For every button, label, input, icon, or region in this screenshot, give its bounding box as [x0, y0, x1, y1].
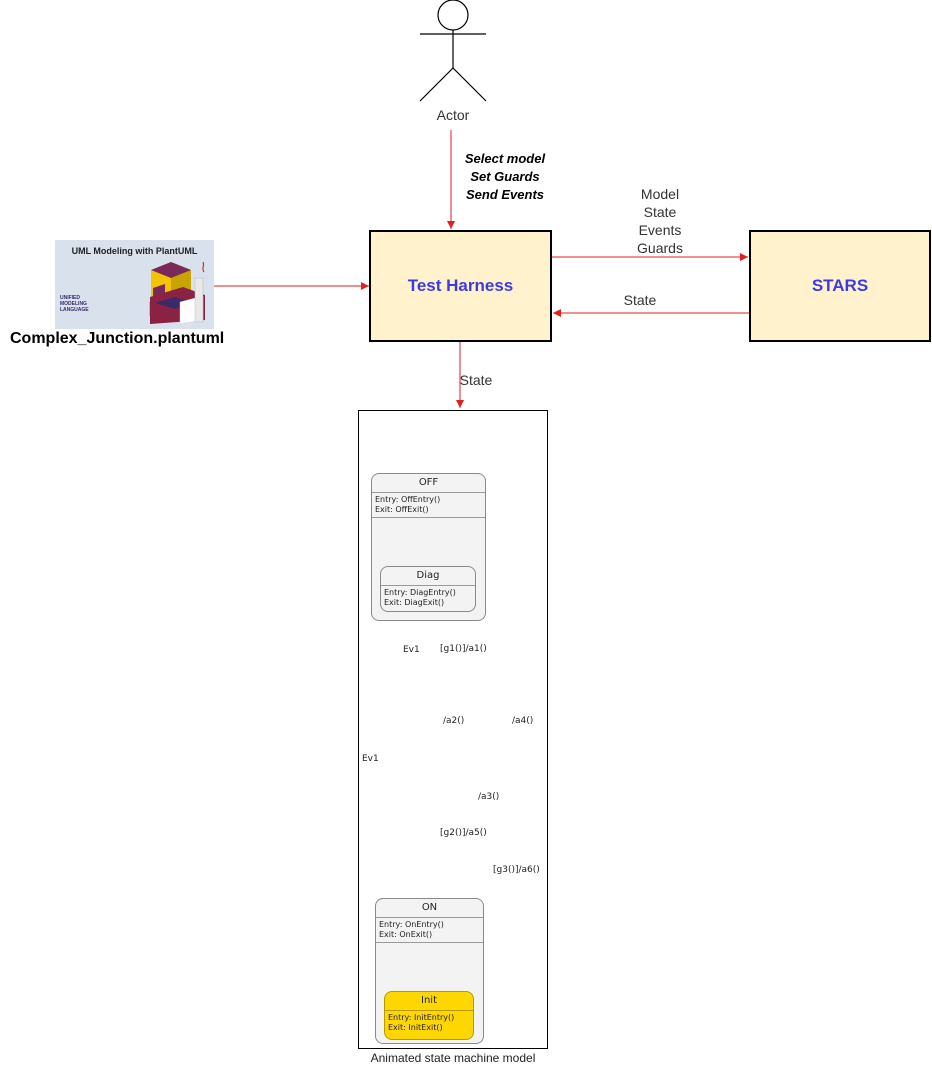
harness-to-stars-label: Model State Events Guards [620, 185, 700, 257]
state-off-entry: Entry: OffEntry() [375, 495, 441, 504]
label-model: Model [640, 186, 680, 202]
logo-title: UML Modeling with PlantUML [71, 246, 198, 256]
state-init-entry: Entry: InitEntry() [388, 1013, 455, 1022]
state-diag[interactable]: Diag Entry: DiagEntry() Exit: DiagExit() [380, 566, 476, 612]
transition-a2: /a2() [443, 716, 465, 726]
transition-a3: /a3() [478, 792, 500, 802]
state-off-exit: Exit: OffExit() [375, 505, 429, 514]
state-on-name: ON [376, 899, 483, 918]
state-init[interactable]: Init Entry: InitEntry() Exit: InitExit() [384, 991, 474, 1040]
state-on-exit: Exit: OnExit() [379, 930, 433, 939]
state-diag-actions: Entry: DiagEntry() Exit: DiagExit() [381, 586, 475, 610]
stars-box[interactable]: STARS [749, 230, 931, 342]
transition-ev1-on-off: Ev1 [362, 754, 379, 764]
actor-instructions: Select model Set Guards Send Events [455, 150, 555, 204]
state-off-actions: Entry: OffEntry() Exit: OffExit() [372, 493, 485, 518]
instruction-send-events: Send Events [465, 187, 545, 202]
actor-label: Actor [436, 107, 470, 123]
state-machine-caption: Animated state machine model [370, 1051, 536, 1065]
label-guards: Guards [637, 240, 683, 256]
label-state: State [643, 204, 677, 220]
state-init-exit: Exit: InitExit() [388, 1023, 443, 1032]
state-diag-exit: Exit: DiagExit() [384, 598, 445, 607]
instruction-select-model: Select model [464, 151, 546, 166]
logo-small-line-1: UNIFIED [60, 295, 80, 301]
state-on-entry: Entry: OnEntry() [379, 920, 444, 929]
harness-to-model-label: State [459, 372, 493, 388]
stars-to-harness-label: State [623, 292, 657, 308]
test-harness-box[interactable]: Test Harness [369, 230, 552, 342]
state-on-actions: Entry: OnEntry() Exit: OnExit() [376, 918, 483, 943]
actor-figure [419, 0, 487, 102]
state-diag-name: Diag [381, 567, 475, 586]
transition-g2-a5: [g2()]/a5() [440, 828, 487, 838]
state-init-actions: Entry: InitEntry() Exit: InitExit() [385, 1011, 473, 1035]
transition-a4: /a4() [512, 716, 534, 726]
instruction-set-guards: Set Guards [470, 169, 540, 184]
state-off-name: OFF [372, 474, 485, 493]
logo-small-line-3: LANGUAGE [60, 307, 89, 313]
test-harness-label: Test Harness [407, 276, 514, 295]
stars-label: STARS [811, 276, 869, 295]
plantuml-file-label: Complex_Junction.plantuml [10, 330, 225, 347]
plantuml-logo: UML Modeling with PlantUML UNIFIED MODEL… [55, 240, 214, 329]
label-events: Events [638, 222, 682, 238]
state-init-name: Init [385, 992, 473, 1011]
state-diag-entry: Entry: DiagEntry() [384, 588, 456, 597]
transition-g3-a6: [g3()]/a6() [493, 865, 540, 875]
transition-g1-a1: [g1()]/a1() [440, 644, 487, 654]
logo-small-line-2: MODELING [60, 301, 87, 307]
transition-ev1-off: Ev1 [403, 645, 420, 655]
logo-small-text: UNIFIED MODELING LANGUAGE [60, 295, 89, 313]
plantuml-logo-graphic [149, 261, 205, 325]
